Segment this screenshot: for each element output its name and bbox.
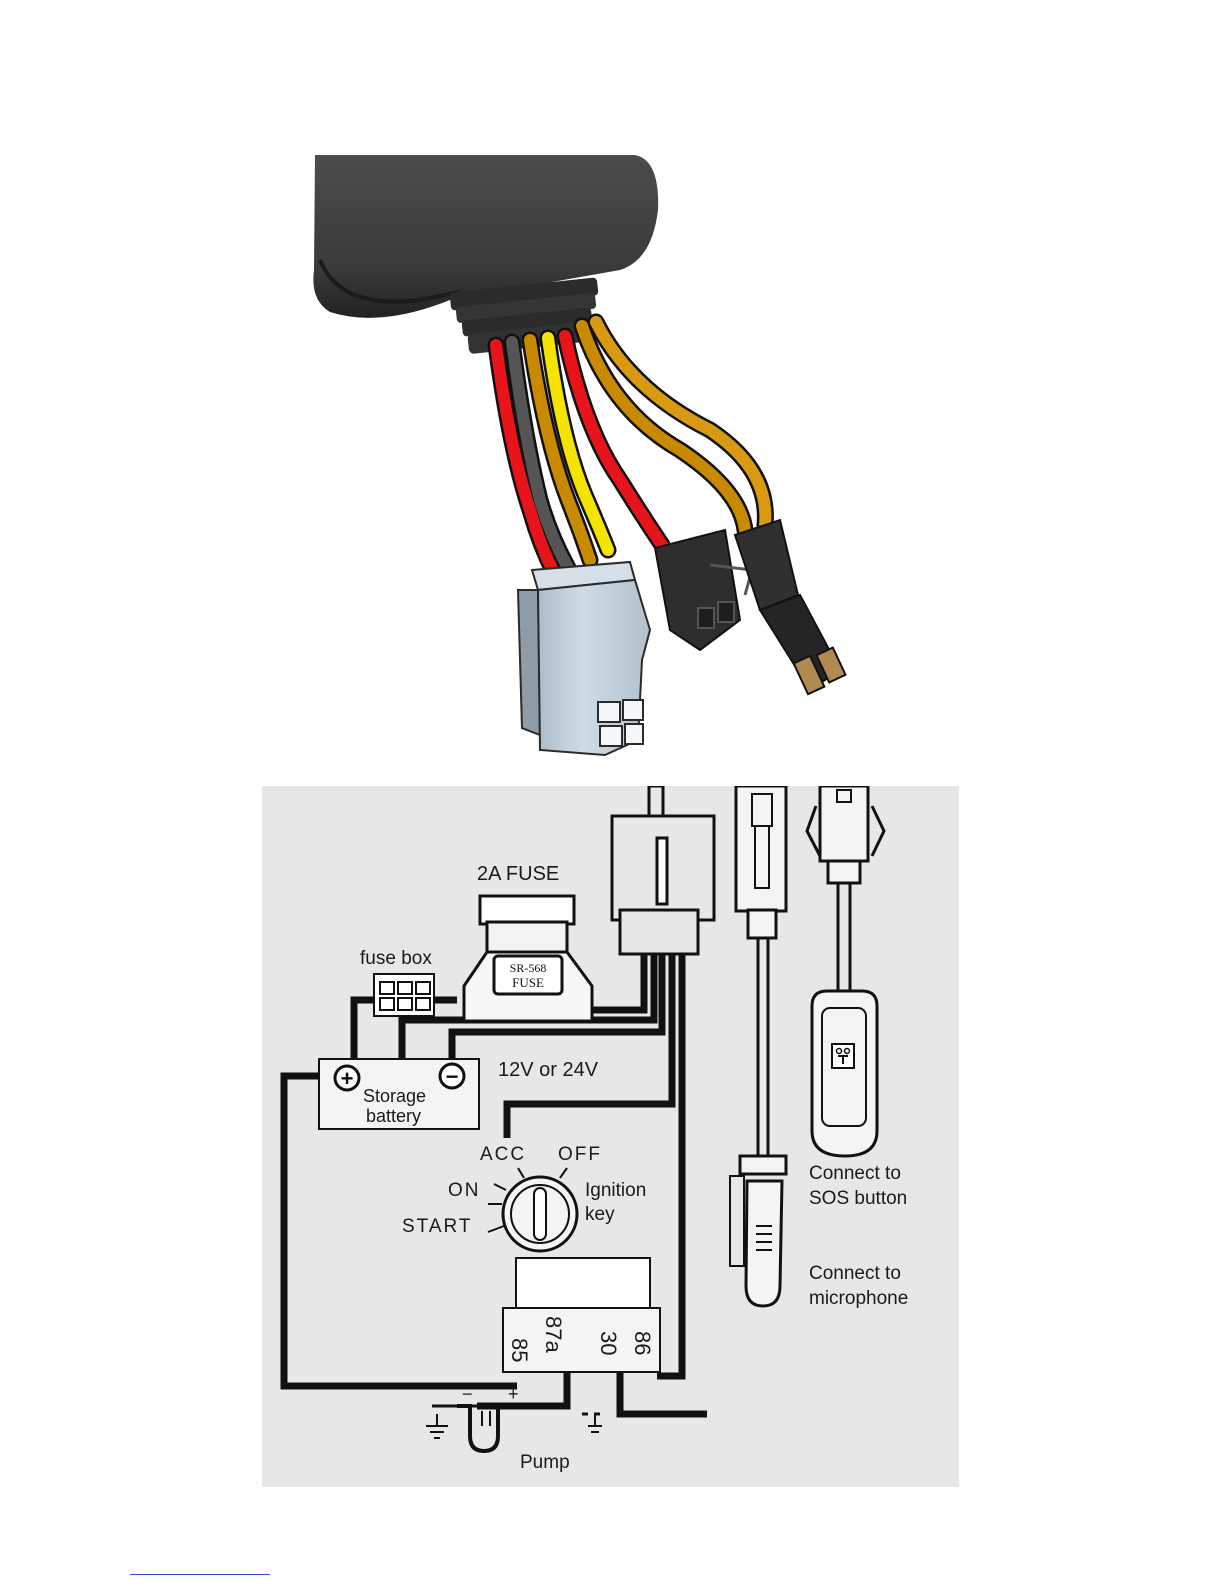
relay-pin-86: 86 (630, 1331, 655, 1355)
fuse-box-label: fuse box (360, 948, 432, 969)
relay-pin-85: 85 (507, 1338, 532, 1362)
pump-label: Pump (520, 1452, 570, 1473)
battery-plus-sign: + (341, 1066, 354, 1091)
ignition-key-label-line1: Ignition (585, 1180, 646, 1201)
ignition-on-label: ON (448, 1180, 481, 1201)
microphone-label-line2: microphone (809, 1288, 908, 1309)
gps-tracker-wiring-harness-illustration (300, 150, 910, 770)
microphone-label-line1: Connect to (809, 1263, 901, 1284)
pump-plus-sign: + (508, 1384, 519, 1404)
two-pin-sos-connector (655, 530, 752, 650)
ignition-key-label-line2: key (585, 1204, 615, 1225)
microphone-connector (735, 520, 845, 694)
fuse-body-text: FUSE (512, 975, 544, 990)
pump-minus-sign: − (462, 1384, 473, 1404)
four-pin-power-connector (518, 562, 650, 755)
battery-label-line2: battery (366, 1106, 421, 1126)
ignition-start-label: START (402, 1216, 473, 1237)
wiring-diagram: 2A FUSE SR-568 FUSE fuse box + − Storage… (262, 786, 959, 1487)
battery-label-line1: Storage (363, 1086, 426, 1106)
footer-rule (130, 1574, 270, 1575)
voltage-label: 12V or 24V (498, 1059, 599, 1081)
relay-pin-30: 30 (596, 1331, 621, 1355)
ignition-acc-label: ACC (480, 1144, 526, 1165)
fuse-box (374, 974, 434, 1016)
ignition-off-label: OFF (558, 1144, 602, 1165)
sos-label-line1: Connect to (809, 1163, 901, 1184)
sos-label-line2: SOS button (809, 1188, 907, 1209)
inline-fuse (464, 896, 592, 1021)
fuse-model-text: SR-568 (510, 961, 547, 975)
battery-minus-sign: − (446, 1064, 459, 1089)
fuse-rating-label: 2A FUSE (477, 863, 559, 885)
relay-pin-87a: 87a (541, 1316, 566, 1353)
